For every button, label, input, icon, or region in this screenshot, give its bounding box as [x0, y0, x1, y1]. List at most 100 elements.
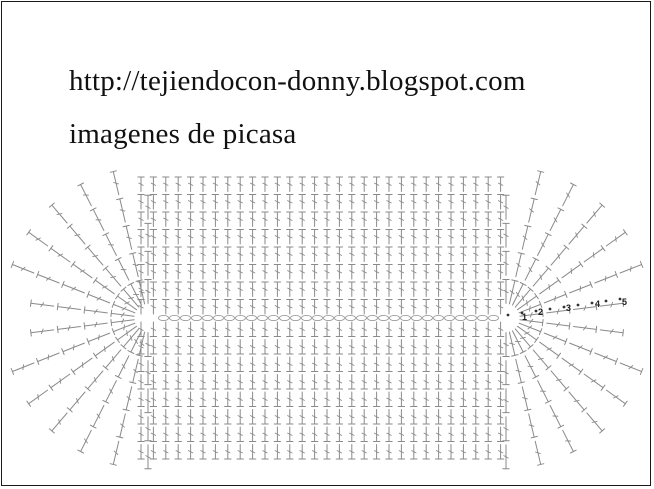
fan-right-10-3 — [568, 391, 588, 413]
stitch-top-25-6 — [447, 194, 455, 210]
stitch-bottom-9-3 — [248, 374, 257, 390]
stitch-bottom-15-4 — [323, 391, 331, 407]
stitch-bottom-22-1 — [410, 339, 418, 355]
stitch-bottom-5-1 — [199, 339, 207, 355]
stitch-bottom-4-1 — [186, 339, 195, 355]
stitch-bottom-5-5 — [199, 409, 207, 425]
stitch-bottom-23-0 — [422, 321, 430, 337]
stitch-bottom-22-0 — [410, 321, 418, 337]
stitch-bottom-2-0 — [162, 321, 170, 337]
stitch-bottom-28-2 — [484, 356, 492, 372]
stitch-top-24-0 — [434, 299, 443, 315]
stitch-top-0-6 — [137, 194, 145, 210]
stitch-top-25-4 — [447, 229, 455, 245]
stitch-top-12-0 — [286, 299, 294, 315]
stitch-bottom-19-0 — [372, 321, 381, 337]
stitch-top-4-6 — [186, 194, 195, 210]
stitch-top-19-5 — [372, 211, 381, 227]
round-start-dot — [618, 297, 622, 301]
foundation-chain — [158, 297, 622, 322]
chain-stitch — [202, 314, 213, 322]
stitch-bottom-20-0 — [385, 321, 393, 337]
fan-right-3-2 — [550, 244, 570, 266]
stitch-bottom-5-2 — [199, 356, 207, 372]
stitch-bottom-27-3 — [472, 374, 480, 390]
stitch-top-3-1 — [174, 281, 182, 297]
fan-right-1-0 — [508, 279, 519, 305]
stitch-top-15-5 — [323, 211, 331, 227]
stitch-top-15-6 — [323, 194, 331, 210]
stitch-top-28-7 — [484, 176, 492, 192]
stitch-top-25-5 — [447, 211, 455, 227]
round-start-dot — [562, 305, 566, 309]
chain-stitch — [356, 314, 367, 322]
stitch-bottom-11-0 — [273, 321, 282, 337]
fan-right-2-1 — [524, 257, 540, 281]
stitch-bottom-24-3 — [434, 374, 443, 390]
fan-right-0-1 — [502, 250, 510, 276]
stitch-bottom-23-7 — [422, 444, 430, 460]
stitch-bottom-8-1 — [236, 339, 244, 355]
stitch-top-9-7 — [248, 176, 257, 192]
stitch-top-6-1 — [211, 281, 220, 297]
fan-left-13-4 — [144, 444, 152, 470]
stitch-bottom-5-7 — [199, 444, 207, 460]
stitch-bottom-16-5 — [335, 409, 344, 425]
stitch-top-29-6 — [496, 194, 505, 210]
stitch-top-17-3 — [348, 246, 356, 262]
stitch-top-25-1 — [447, 281, 455, 297]
stitch-top-23-6 — [422, 194, 430, 210]
stitch-bottom-10-7 — [261, 444, 269, 460]
stitch-top-19-7 — [372, 176, 381, 192]
stitch-bottom-29-0 — [496, 321, 505, 337]
stitch-top-9-0 — [248, 299, 257, 315]
stitch-top-8-1 — [236, 281, 244, 297]
stitch-bottom-2-7 — [162, 444, 170, 460]
stitch-top-27-2 — [472, 264, 480, 280]
stitch-top-15-3 — [323, 246, 331, 262]
stitch-top-24-3 — [434, 246, 443, 262]
stitch-bottom-1-4 — [149, 391, 158, 407]
stitch-top-4-3 — [186, 246, 195, 262]
chain-stitch — [378, 314, 389, 322]
chain-stitch — [257, 314, 268, 322]
round-label-3: 3 — [566, 303, 571, 313]
stitch-bottom-19-6 — [372, 426, 381, 442]
fan-left-10-4 — [48, 412, 68, 434]
stitch-top-4-7 — [186, 176, 195, 192]
fan-right-12-4 — [534, 440, 545, 466]
stitch-top-0-7 — [137, 176, 145, 192]
stitch-bottom-7-7 — [224, 444, 232, 460]
stitch-bottom-18-6 — [360, 426, 368, 442]
stitch-top-5-3 — [199, 246, 207, 262]
fan-left-2-4 — [77, 182, 92, 207]
chain-stitch — [301, 314, 312, 322]
stitch-top-0-2 — [137, 264, 145, 280]
stitch-top-14-2 — [310, 264, 319, 280]
stitch-top-24-1 — [434, 281, 443, 297]
stitch-top-19-4 — [372, 229, 381, 245]
stitch-bottom-22-7 — [410, 444, 418, 460]
fan-right-6-2 — [573, 302, 598, 311]
stitch-bottom-8-0 — [236, 321, 244, 337]
stitch-top-12-4 — [286, 229, 294, 245]
stitch-bottom-18-2 — [360, 356, 368, 372]
stitch-top-11-1 — [273, 281, 282, 297]
stitch-group — [10, 170, 644, 470]
chain-stitch — [455, 314, 466, 322]
fan-left-9-1 — [93, 341, 115, 359]
stitch-bottom-7-4 — [224, 391, 232, 407]
stitch-top-10-7 — [261, 176, 269, 192]
stitch-top-16-2 — [335, 264, 344, 280]
stitch-top-11-4 — [273, 229, 282, 245]
fan-right-0-2 — [502, 222, 510, 248]
fan-left-11-0 — [127, 330, 142, 354]
chain-stitch — [477, 314, 488, 322]
stitch-top-1-2 — [149, 264, 158, 280]
stitch-bottom-27-4 — [472, 391, 480, 407]
stitch-bottom-15-3 — [323, 374, 331, 390]
stitch-top-18-0 — [360, 299, 368, 315]
source-caption: imagenes de picasa — [69, 118, 297, 150]
stitch-top-16-0 — [335, 299, 344, 315]
chain-stitch — [235, 314, 246, 322]
